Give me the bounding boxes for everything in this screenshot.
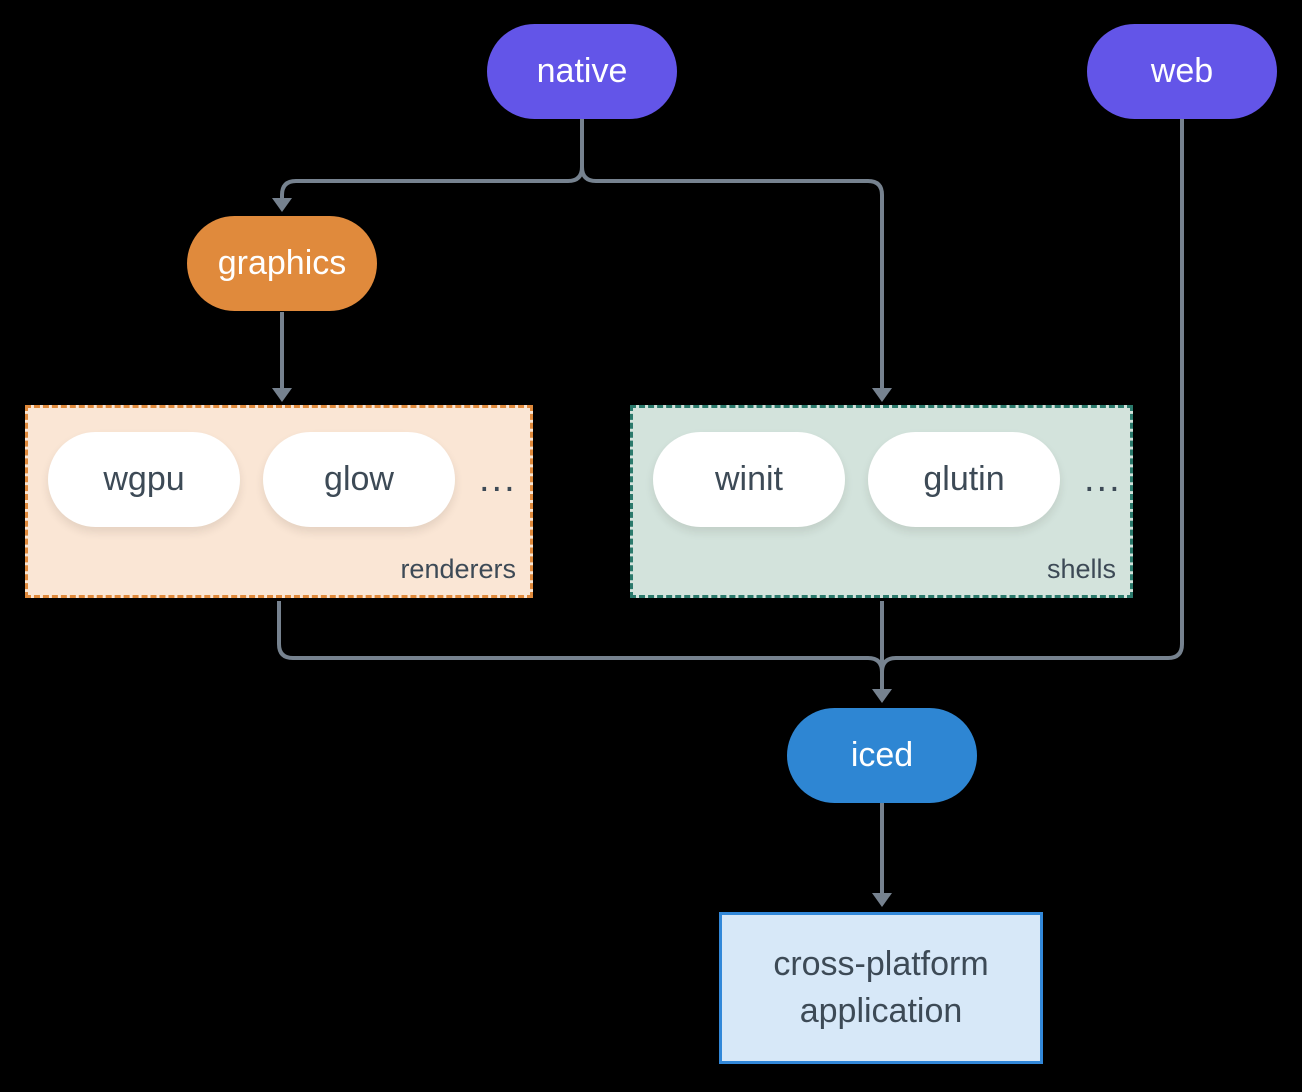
node-wgpu: wgpu — [48, 432, 240, 527]
edge-native-to-graphics — [280, 118, 584, 199]
node-winit-label: winit — [714, 460, 784, 498]
group-shells: winit glutin ... shells — [630, 405, 1133, 598]
arrowhead-iced — [872, 689, 892, 703]
renderers-pill-row: wgpu glow ... — [28, 408, 530, 527]
arrowhead-shells — [872, 388, 892, 402]
group-renderers: wgpu glow ... renderers — [25, 405, 533, 598]
shells-group-label: shells — [1046, 554, 1116, 584]
application-label-line1: cross-platform — [773, 945, 989, 983]
node-web: web — [1087, 24, 1277, 119]
node-web-label: web — [1150, 52, 1214, 90]
node-graphics-label: graphics — [217, 244, 347, 282]
renderers-ellipsis: ... — [479, 458, 517, 500]
shells-pill-row: winit glutin ... — [633, 408, 1130, 527]
shells-ellipsis: ... — [1084, 458, 1122, 500]
renderers-group-label: renderers — [400, 554, 516, 584]
node-native: native — [487, 24, 677, 119]
node-glow-label: glow — [324, 460, 394, 498]
node-graphics: graphics — [187, 216, 377, 311]
application-label-line2: application — [799, 992, 963, 1030]
edge-native-to-shells — [580, 166, 884, 389]
arrowhead-graphics — [272, 198, 292, 212]
node-glutin-label: glutin — [923, 460, 1005, 498]
node-iced-label: iced — [850, 736, 914, 774]
node-glutin: glutin — [868, 432, 1060, 527]
edge-renderers-to-merge — [277, 601, 884, 673]
node-glow: glow — [263, 432, 455, 527]
node-iced: iced — [787, 708, 977, 803]
arrowhead-application — [872, 893, 892, 907]
node-winit: winit — [653, 432, 845, 527]
arrowhead-renderers — [272, 388, 292, 402]
node-native-label: native — [536, 52, 628, 90]
node-cross-platform-application: cross-platform application — [719, 912, 1043, 1064]
node-wgpu-label: wgpu — [103, 460, 185, 498]
